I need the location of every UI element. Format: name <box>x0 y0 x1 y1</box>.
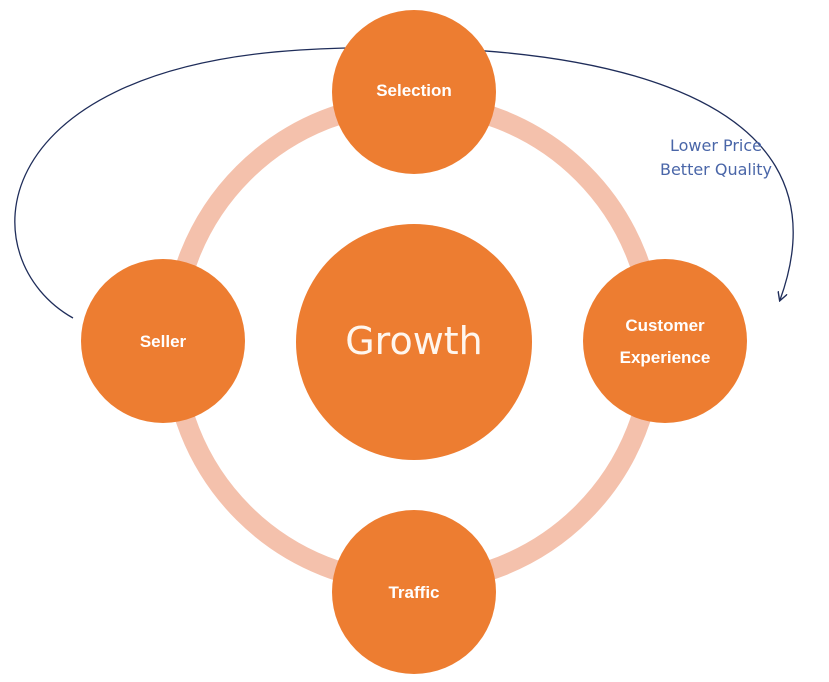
node-customer-experience: Customer Experience <box>583 259 747 423</box>
node-selection: Selection <box>332 10 496 174</box>
node-traffic: Traffic <box>332 510 496 674</box>
node-customer-experience-line2: Experience <box>620 348 711 367</box>
node-seller-label: Seller <box>140 332 187 351</box>
center-node-growth: Growth <box>296 224 532 460</box>
node-seller: Seller <box>81 259 245 423</box>
node-selection-label: Selection <box>376 81 452 100</box>
feedback-arrow <box>14 46 794 319</box>
center-label: Growth <box>345 319 483 363</box>
node-traffic-label: Traffic <box>388 583 439 602</box>
annotation-better-quality: Better Quality <box>660 160 772 179</box>
annotation-lower-price: Lower Price <box>670 136 762 155</box>
node-customer-experience-line1: Customer <box>625 316 705 335</box>
